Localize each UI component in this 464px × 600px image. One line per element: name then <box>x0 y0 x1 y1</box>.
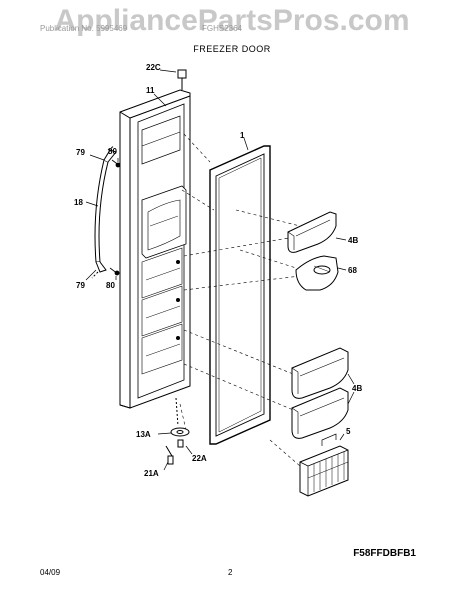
label-5: 5 <box>346 427 351 436</box>
hinge-parts-bottom <box>165 397 190 465</box>
section-title: FREEZER DOOR <box>193 44 271 54</box>
publication-number: Publication No. 5995469 <box>40 24 128 33</box>
footer-page-number: 2 <box>228 568 233 577</box>
label-13a: 13A <box>136 430 151 439</box>
door-gasket <box>209 145 271 445</box>
label-22c: 22C <box>146 63 161 72</box>
figure-reference: F58FFDBFB1 <box>353 548 416 559</box>
door-bin-upper <box>287 211 337 253</box>
label-80-bottom: 80 <box>106 281 115 290</box>
footer-date: 04/09 <box>40 568 61 577</box>
label-22a: 22A <box>192 454 207 463</box>
hinge-pin-top <box>177 69 187 92</box>
label-68: 68 <box>348 266 357 275</box>
label-79-bottom: 79 <box>76 281 85 290</box>
door-handle <box>91 145 121 279</box>
door-body <box>119 89 191 409</box>
basket-bin-5 <box>299 433 349 497</box>
door-bin-lower-a <box>291 347 349 399</box>
label-79-top: 79 <box>76 148 85 157</box>
label-80-top: 80 <box>108 147 117 156</box>
label-4b-upper: 4B <box>348 236 358 245</box>
ice-bin-68 <box>295 255 339 291</box>
label-11: 11 <box>146 86 155 95</box>
label-1: 1 <box>240 131 245 140</box>
door-bin-lower-b <box>291 387 349 439</box>
watermark: AppliancePartsPros.com <box>54 4 410 37</box>
label-21a: 21A <box>144 469 159 478</box>
label-18: 18 <box>74 198 83 207</box>
label-4b-lower: 4B <box>352 384 362 393</box>
model-number: FGHS2364 <box>202 24 243 33</box>
